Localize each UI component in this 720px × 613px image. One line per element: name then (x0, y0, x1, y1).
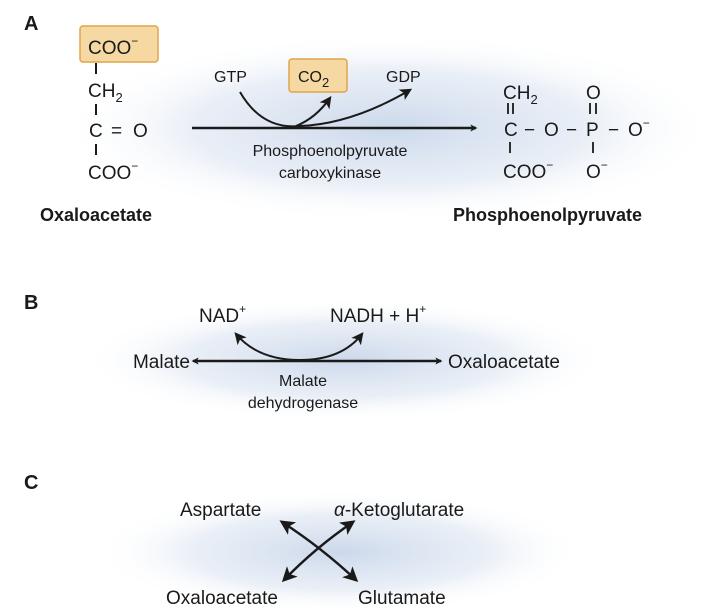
svg-text:COO−: COO− (88, 34, 138, 59)
panel-c-letter: C (24, 472, 38, 494)
svg-text:COO−: COO− (88, 159, 138, 184)
enzyme-mdh-line1: Malate (279, 373, 327, 390)
ketoglutarate-to-oxaloacetate-curve (281, 520, 356, 583)
panel-b-letter: B (24, 292, 38, 314)
gtp-label: GTP (214, 69, 247, 86)
co2-highlight-box (288, 58, 348, 93)
pep-label: Phosphoenolpyruvate (453, 205, 642, 225)
enzyme-mdh-line2: dehydrogenase (248, 395, 358, 412)
enzyme-pepck-line2: carboxykinase (279, 165, 381, 182)
nad-label: NAD+ (199, 302, 246, 327)
svg-text:−: − (608, 120, 619, 141)
svg-text:O: O (544, 120, 559, 141)
svg-text:O: O (586, 83, 601, 104)
svg-text:O: O (133, 121, 148, 142)
svg-text:C: C (504, 120, 518, 141)
oxaloacetate-c-label: Oxaloacetate (166, 588, 278, 609)
svg-text:−: − (524, 120, 535, 141)
coo-highlight-box (79, 25, 159, 63)
malate-label: Malate (133, 352, 190, 373)
svg-text:CH2: CH2 (503, 83, 538, 107)
nad-nadh-curve (234, 332, 364, 362)
oxaloacetate-b-label: Oxaloacetate (448, 352, 560, 373)
svg-text:O−: O− (586, 158, 608, 183)
panel-a-letter: A (24, 13, 38, 35)
oxaloacetate-structure: COO− CH2 C = O COO− (79, 25, 159, 184)
svg-text:P: P (586, 120, 599, 141)
co2-label: CO2 (298, 69, 329, 90)
pep-structure: CH2 C − O − P − O− O COO− O− (503, 83, 650, 183)
svg-text:O−: O− (628, 116, 650, 141)
svg-text:−: − (566, 120, 577, 141)
svg-text:CH2: CH2 (88, 81, 123, 105)
aspartate-label: Aspartate (180, 500, 261, 521)
svg-text:COO−: COO− (503, 158, 553, 183)
oxaloacetate-label: Oxaloacetate (40, 205, 152, 225)
gtp-gdp-curve (239, 88, 413, 128)
svg-text:=: = (111, 121, 122, 142)
svg-text:C: C (89, 121, 103, 142)
ketoglutarate-label: α-Ketoglutarate (334, 500, 464, 521)
nadh-label: NADH + H+ (330, 302, 426, 327)
enzyme-pepck-line1: Phosphoenolpyruvate (253, 143, 408, 160)
gdp-label: GDP (386, 69, 421, 86)
co2-release-curve (295, 96, 332, 127)
glutamate-label: Glutamate (358, 588, 446, 609)
